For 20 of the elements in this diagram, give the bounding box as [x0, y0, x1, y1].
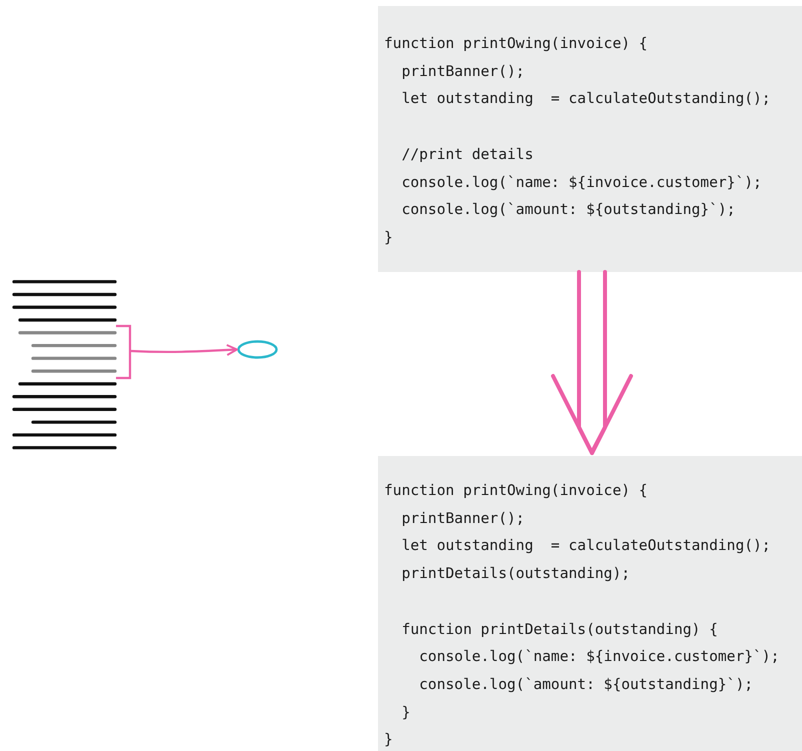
- code-line: let outstanding = calculateOutstanding();: [400, 89, 772, 110]
- code-line: function printOwing(invoice) {: [384, 481, 649, 501]
- code-line: let outstanding = calculateOutstanding();: [400, 536, 772, 556]
- code-line: }: [400, 702, 412, 723]
- code-line: printBanner();: [400, 62, 526, 82]
- code-line: function printDetails(outstanding) {: [400, 620, 719, 640]
- code-line: function printOwing(invoice) {: [384, 34, 649, 54]
- arrow: [551, 270, 633, 455]
- code-panel: [378, 6, 802, 272]
- code-line: }: [384, 730, 394, 750]
- code-line: printBanner();: [400, 508, 526, 529]
- code-line: console.log(`amount: ${outstanding}`);: [400, 200, 736, 220]
- code-line: console.log(`amount: ${outstanding}`);: [418, 674, 754, 695]
- code-line: //print details: [400, 144, 534, 165]
- code-line: console.log(`name: ${invoice.customer}`);: [418, 647, 780, 668]
- code-line: console.log(`name: ${invoice.customer}`);: [400, 172, 763, 192]
- code-panel: [378, 456, 802, 751]
- code-line: }: [384, 228, 394, 248]
- arrow: [130, 344, 238, 356]
- code-line: printDetails(outstanding);: [400, 564, 632, 584]
